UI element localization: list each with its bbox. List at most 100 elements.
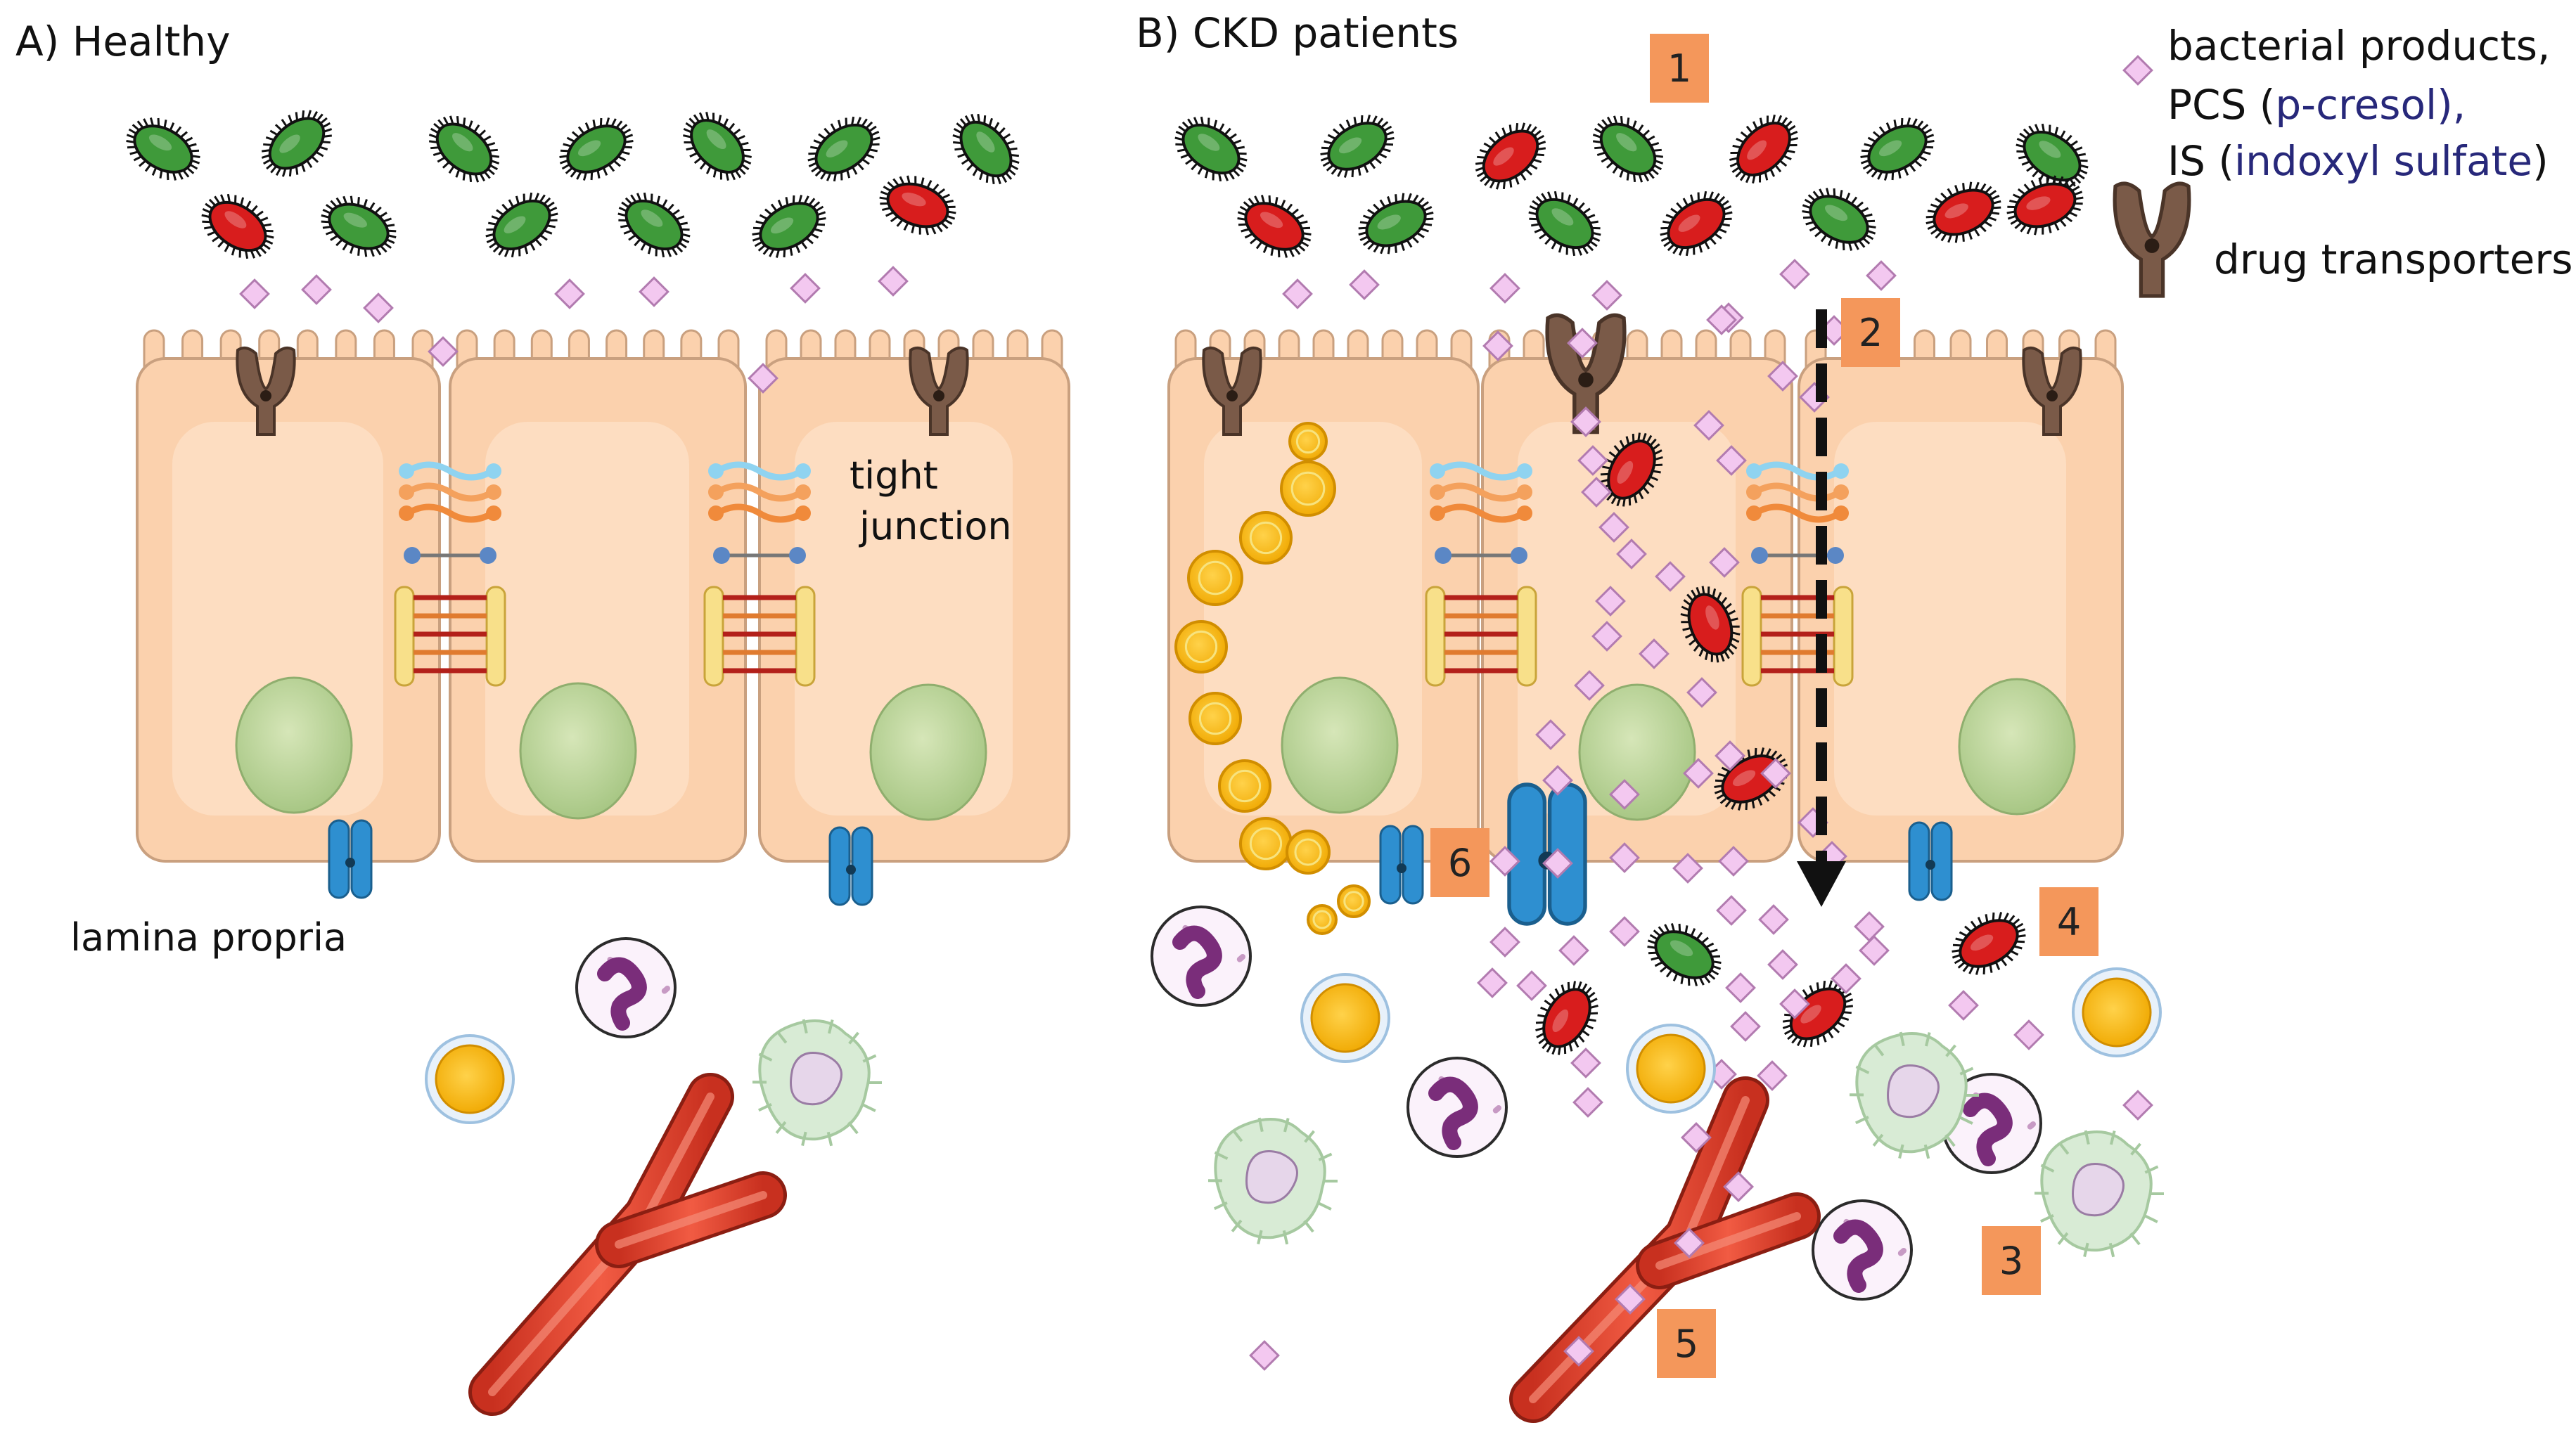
legend-is: IS (indoxyl sulfate) [2167, 141, 2549, 181]
junction-node [1746, 484, 1762, 500]
metabolite-diamond [879, 267, 907, 295]
green-bacterium [1850, 105, 1946, 193]
red-bacterium [1226, 183, 1323, 271]
desmosome-plate [705, 587, 723, 685]
panel-b-title: B) CKD patients [1136, 13, 1459, 53]
junction-node [1517, 484, 1532, 500]
green-bacterium [1309, 103, 1406, 191]
red-bacterium [1916, 170, 2011, 254]
junction-node [399, 505, 414, 521]
legend-bacterial-products: bacterial products, [2167, 25, 2550, 66]
junction-node [1746, 505, 1762, 521]
desmosome-plate [395, 587, 414, 685]
metabolite-diamond [1491, 274, 1519, 302]
junction-node [1430, 463, 1445, 479]
junction-node [486, 463, 501, 479]
drug-transporter-icon [2115, 183, 2189, 296]
junction-node [1511, 547, 1527, 564]
junction-node [486, 505, 501, 521]
legend-is-suffix: ) [2532, 137, 2549, 185]
junction-node [795, 484, 811, 500]
lymphocyte-nucleus [436, 1045, 504, 1113]
junction-node [708, 484, 724, 500]
metabolite-diamond [1760, 906, 1788, 934]
desmosome-plate [487, 587, 505, 685]
metabolite-diamond [1726, 974, 1755, 1002]
junction-node [713, 547, 730, 564]
metabolite-diamond [1560, 936, 1588, 965]
metabolite-diamond [1518, 972, 1546, 1000]
leak-arrow-head [1797, 861, 1846, 907]
metabolite-diamond [1860, 936, 1888, 965]
junction-node [399, 463, 414, 479]
metabolite-diamond [1350, 271, 1378, 299]
green-bacterium [1580, 103, 1677, 196]
metabolite-diamond [1855, 913, 1883, 941]
legend-pcs-prefix: PCS ( [2167, 81, 2275, 129]
green-bacterium [940, 101, 1033, 198]
green-bacterium [1791, 176, 1888, 264]
junction-node [1430, 484, 1445, 500]
desmosome-plate [1743, 587, 1761, 685]
tight-junction-label-line1: tight [850, 457, 938, 495]
legend-drug-transporters: drug transporters [2214, 239, 2572, 280]
green-bacterium [795, 103, 892, 194]
metabolite-diamond [1717, 896, 1745, 924]
green-bacterium [1162, 103, 1259, 194]
junction-node [1517, 505, 1532, 521]
green-bacterium [1348, 181, 1443, 265]
green-bacterium [473, 179, 570, 270]
green-bacterium [249, 97, 345, 191]
metabolite-diamond [556, 280, 584, 308]
junction-node [795, 463, 811, 479]
junction-node [1751, 547, 1768, 564]
metabolite-diamond [1491, 928, 1519, 956]
marker-1: 1 [1650, 34, 1709, 103]
marker-6: 6 [1430, 828, 1489, 897]
junction-node [795, 505, 811, 521]
red-bacterium [1941, 900, 2037, 988]
lymphocyte-nucleus [1637, 1035, 1705, 1102]
secretory-vesicle [1287, 831, 1329, 873]
metabolite-diamond [1731, 1012, 1760, 1040]
secretory-vesicle [1188, 551, 1242, 605]
legend-is-prefix: IS ( [2167, 137, 2234, 185]
metabolite-diamond [2015, 1021, 2043, 1049]
junction-node [1517, 463, 1532, 479]
green-bacterium [1516, 178, 1613, 269]
metabolite-diamond [1574, 1088, 1602, 1116]
legend-pcs: PCS (p-cresol), [2167, 84, 2466, 125]
metabolite-diamond [1949, 991, 1978, 1019]
secretory-vesicle [1219, 761, 1270, 811]
junction-node [789, 547, 806, 564]
metabolite-diamond [2124, 1091, 2152, 1119]
metabolite-diamond [1610, 917, 1639, 946]
junction-node [1833, 505, 1849, 521]
nucleus [236, 678, 352, 813]
green-bacterium [741, 183, 838, 271]
secretory-vesicle [1190, 693, 1241, 744]
nucleus [520, 683, 636, 818]
marker-3: 3 [1982, 1226, 2041, 1295]
legend-pcs-name: p-cresol), [2275, 81, 2466, 129]
desmosome-plate [1518, 587, 1536, 685]
secretory-vesicle [1281, 462, 1335, 515]
metabolite-diamond [1250, 1341, 1279, 1370]
metabolite-diamond [302, 276, 331, 304]
metabolite-diamond [1283, 280, 1312, 308]
junction-node [1430, 505, 1445, 521]
nucleus [1579, 685, 1695, 820]
tight-junction-label-line2: junction [859, 508, 1012, 546]
metabolite-diamond [1867, 262, 1895, 290]
desmosome-plate [796, 587, 814, 685]
lamina-propria-label: lamina propria [70, 919, 347, 957]
red-bacterium [1999, 165, 2091, 245]
junction-node [486, 484, 501, 500]
marker-4: 4 [2039, 887, 2098, 956]
secretory-vesicle [1241, 513, 1291, 563]
metabolite-diamond [241, 280, 269, 308]
metabolite-diamond [640, 278, 668, 306]
green-bacterium [1636, 911, 1733, 999]
green-bacterium [416, 103, 513, 196]
